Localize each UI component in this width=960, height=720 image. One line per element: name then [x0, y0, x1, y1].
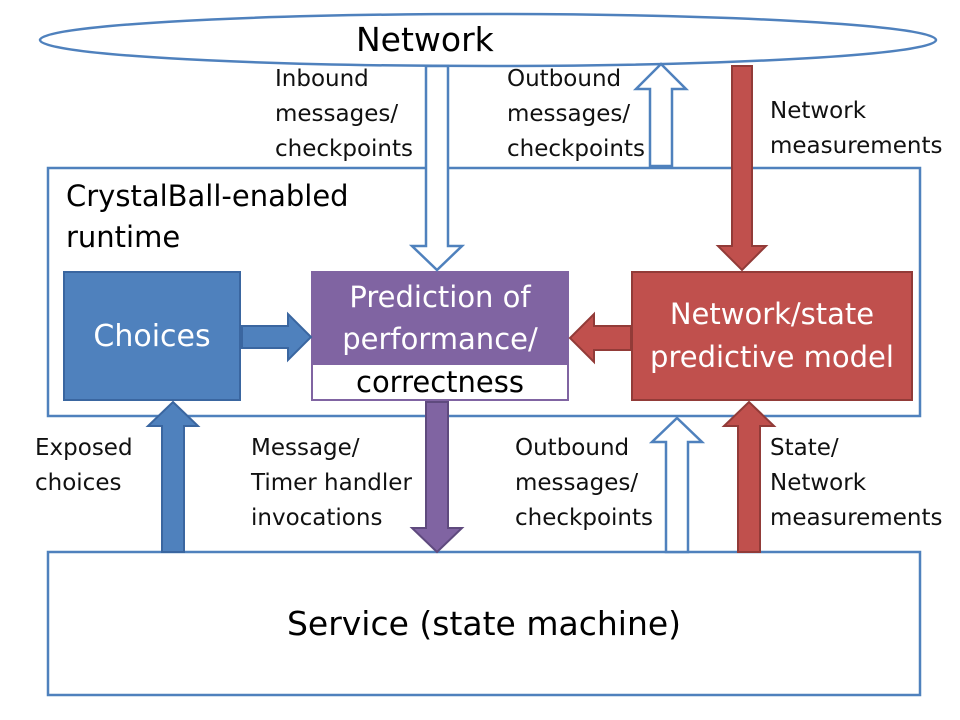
network-label: Network	[356, 20, 494, 59]
model-to-prediction-arrow	[568, 311, 632, 365]
inbound-label-line3: checkpoints	[275, 136, 413, 162]
runtime-container	[46, 166, 922, 418]
exposed-choices-label: Exposed choices	[35, 431, 133, 501]
prediction-label-line1: Prediction of	[349, 280, 531, 314]
outbound-bottom-arrow	[648, 416, 706, 554]
handler-label-line3: invocations	[251, 505, 383, 531]
model-label: Network/state predictive model	[632, 272, 912, 400]
state-network-label: State/ Network measurements	[770, 431, 942, 536]
outbound-bottom-label: Outbound messages/ checkpoints	[515, 431, 653, 536]
prediction-label: Prediction of performance/	[312, 272, 568, 364]
service-label: Service (state machine)	[286, 604, 682, 643]
state-network-label-line3: measurements	[770, 505, 943, 531]
outbound-top-label-line2: messages/	[507, 101, 631, 127]
state-network-label-line2: Network	[770, 470, 867, 496]
inbound-label-line1: Inbound	[275, 66, 369, 92]
choices-box	[63, 271, 241, 401]
exposed-choices-label-line1: Exposed	[35, 435, 133, 461]
prediction-label-line2: performance/	[342, 322, 538, 356]
inbound-label-line2: messages/	[275, 101, 399, 127]
choices-label: Choices	[93, 318, 211, 354]
handler-label-line1: Message/	[251, 435, 360, 461]
prediction-fill	[311, 271, 569, 365]
handler-label: Message/ Timer handler invocations	[251, 431, 412, 536]
outbound-bottom-label-line2: messages/	[515, 470, 639, 496]
model-label-line2: predictive model	[650, 340, 894, 374]
outbound-top-label-line1: Outbound	[507, 66, 622, 92]
outbound-bottom-label-line1: Outbound	[515, 435, 630, 461]
handler-label-line2: Timer handler	[251, 470, 412, 496]
runtime-label-line1: CrystalBall-enabled	[66, 179, 349, 213]
model-box	[631, 271, 913, 401]
inbound-label: Inbound messages/ checkpoints	[275, 62, 413, 167]
exposed-choices-label-line2: choices	[35, 470, 122, 496]
exposed-choices-arrow	[145, 400, 201, 553]
network-measurements-label: Network measurements	[770, 94, 942, 164]
outbound-top-label: Outbound messages/ checkpoints	[507, 62, 645, 167]
outbound-bottom-label-line3: checkpoints	[515, 505, 653, 531]
network-ellipse	[38, 12, 938, 68]
handler-arrow	[409, 401, 465, 554]
network-measurements-arrow	[715, 65, 769, 272]
state-network-label-line1: State/	[770, 435, 839, 461]
network-measurements-label-line1: Network	[770, 98, 867, 124]
prediction-label-line3: correctness	[356, 365, 524, 399]
model-label-line1: Network/state	[669, 297, 875, 331]
state-network-arrow	[721, 400, 777, 553]
choices-to-prediction-arrow	[241, 311, 313, 363]
runtime-label: CrystalBall-enabled runtime	[66, 176, 349, 258]
outbound-top-label-line3: checkpoints	[507, 136, 645, 162]
network-measurements-label-line2: measurements	[770, 133, 943, 159]
runtime-label-line2: runtime	[66, 220, 181, 254]
service-box	[46, 550, 922, 697]
inbound-arrow	[408, 64, 466, 272]
outbound-top-arrow	[632, 62, 690, 168]
